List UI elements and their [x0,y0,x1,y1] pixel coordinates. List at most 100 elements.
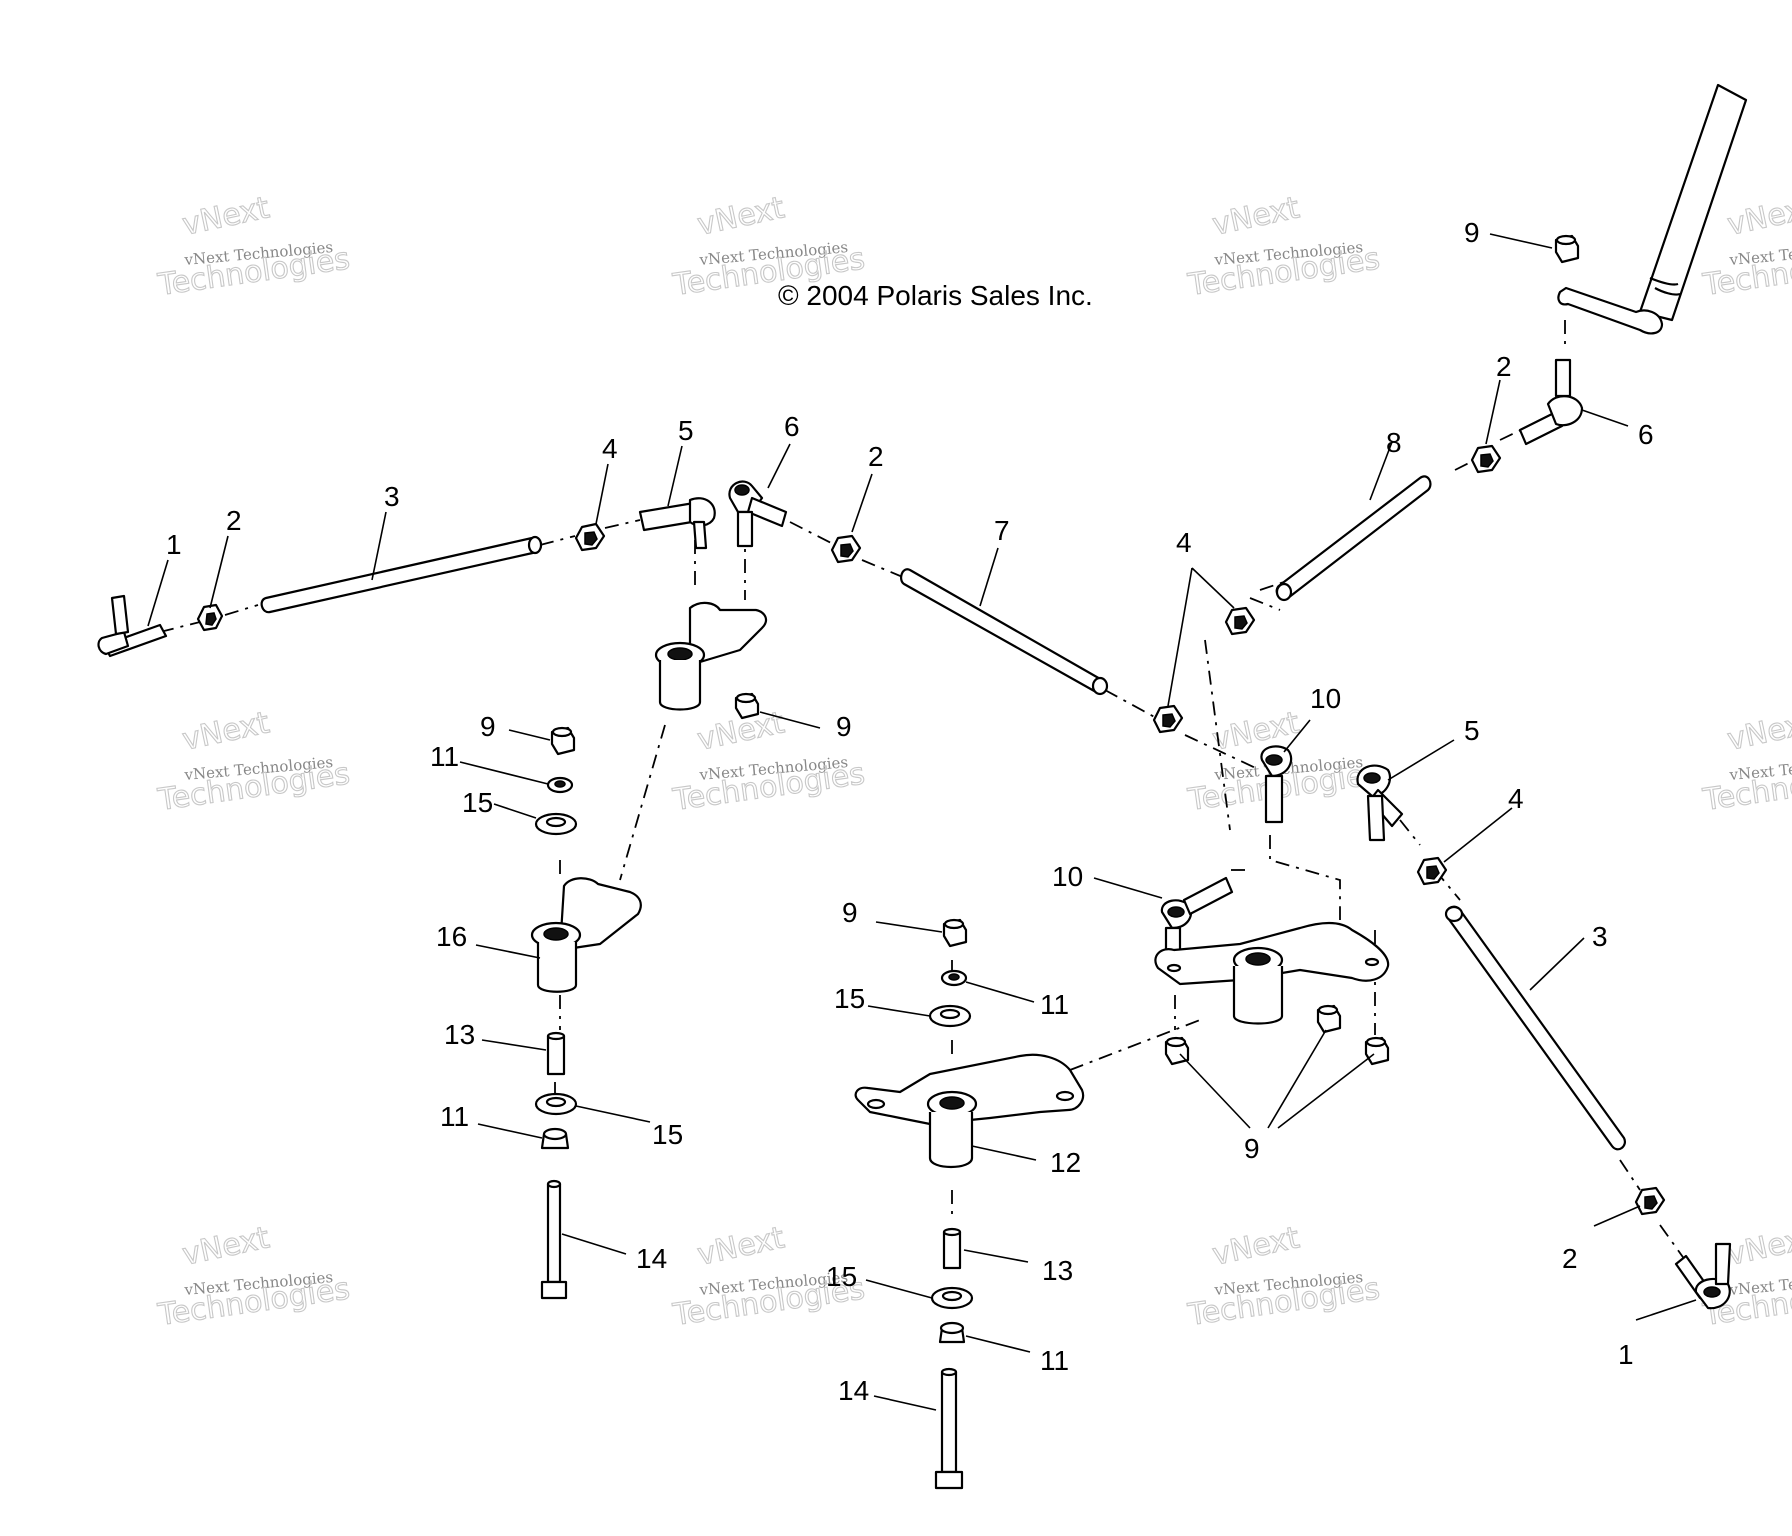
watermark: vNext vNext Technologies Technologies [1185,190,1383,304]
watermark-text: vNext [1724,1220,1792,1273]
leader-line [477,1123,543,1139]
leader-line [481,1039,547,1051]
leader-line [667,445,683,507]
washer-hole [545,1096,567,1108]
watermark-text: vNext [694,190,787,243]
callout-13: 13 [444,1019,475,1050]
tie-rod-end-6 [728,480,788,548]
bolt-head [540,1280,568,1300]
leader-line [1581,409,1629,427]
callout-15: 15 [826,1261,857,1292]
assembly-line [1619,1159,1641,1191]
bolt-tip [940,1367,958,1377]
callout-10: 10 [1310,683,1341,714]
leader-line [965,1335,1031,1353]
bracket-plate [854,1053,1085,1126]
shaft-ring [1649,276,1679,286]
bushing-hole [948,973,960,981]
watermark: vNext vNext Technologies Technologies [1700,1220,1792,1334]
bushing-body [658,660,702,711]
assembly-line [1069,1019,1201,1071]
callout-2: 2 [1496,351,1512,382]
flange-bushing [540,1127,570,1150]
leader-line [767,443,791,489]
jam-nut [1152,704,1184,734]
callout-1: 1 [1618,1339,1634,1370]
jam-nut [1470,444,1502,474]
jam-nut [196,603,224,632]
leader-line [493,803,537,819]
callout-11: 11 [440,1101,469,1132]
steering-shaft [1638,83,1748,322]
leader-line [759,711,821,729]
callout-4: 4 [1508,783,1524,814]
callout-5: 5 [1464,715,1480,746]
callout-3: 3 [1592,921,1608,952]
leader-line [1277,1053,1375,1129]
leader-line [851,473,873,533]
leader-line [1489,233,1553,249]
callout-13: 13 [1042,1255,1073,1286]
idler-arm-upper-left [654,601,768,711]
bolt-head [934,1470,964,1490]
watermarks: vNext vNext Technologies Technologies vN… [155,190,1792,1334]
assembly-line [159,621,201,633]
washer [930,1286,974,1310]
callout-8: 8 [1386,427,1402,458]
leader-line [1529,937,1585,991]
callout-2: 2 [1562,1243,1578,1274]
lock-nut [1554,234,1580,264]
nut-top [943,918,965,930]
pitman-arm [1557,286,1664,335]
flange-bushing [940,969,968,987]
tie-rod-body [1275,475,1432,601]
callout-14: 14 [636,1243,667,1274]
leader-line [1179,1053,1251,1129]
callout-9: 9 [1464,217,1480,248]
leader-line [459,761,549,785]
callout-12: 12 [1050,1147,1081,1178]
callout-4: 4 [602,433,618,464]
jam-nut [1634,1186,1666,1216]
assembly-line [1249,597,1281,611]
bushing-body [928,1112,974,1168]
assembly-line [1659,1224,1686,1261]
lock-nut [1164,1036,1190,1066]
bolt-shank [546,1182,562,1284]
nut-top [551,726,573,738]
leader-line [1167,567,1193,707]
shaft-ring [1654,287,1681,296]
leader-line [1485,379,1501,445]
assembly-line [1454,459,1476,471]
washer [928,1004,972,1028]
tie-rod-end-stud [692,520,708,550]
leader-line [508,729,551,741]
leader-line [1635,1299,1697,1321]
bracket-hole [866,1098,886,1110]
callout-14: 14 [838,1375,869,1406]
leader-line [1191,567,1235,609]
bolt [540,1179,568,1300]
watermark-text: vNext [694,1220,787,1273]
watermark-text: vNext [179,705,272,758]
sleeve-top [546,1031,566,1041]
lock-nut [550,726,576,756]
copyright-text: © 2004 Polaris Sales Inc. [778,280,1093,311]
leader-line [575,1105,651,1123]
tie-rod-end-stud [1366,794,1386,842]
callout-1: 1 [166,529,182,560]
tie-rod-end-stud [1264,774,1284,824]
assembly-line [1399,819,1421,846]
bolt-shank [940,1370,958,1474]
tie-rod-end-5-right [1356,764,1404,842]
leader-line [1369,441,1393,501]
tie-rod-end-eye [97,630,130,656]
tie-rod-end-stud [1554,358,1572,398]
nut-hole [584,531,598,546]
callout-9: 9 [842,897,858,928]
tie-rod-right [1444,905,1626,1151]
watermark-text: vNext [1724,705,1792,758]
watermark: vNext vNext Technologies Technologies [155,705,353,819]
tie-rod-end-stud [1714,1242,1732,1286]
leader-line [979,547,999,607]
